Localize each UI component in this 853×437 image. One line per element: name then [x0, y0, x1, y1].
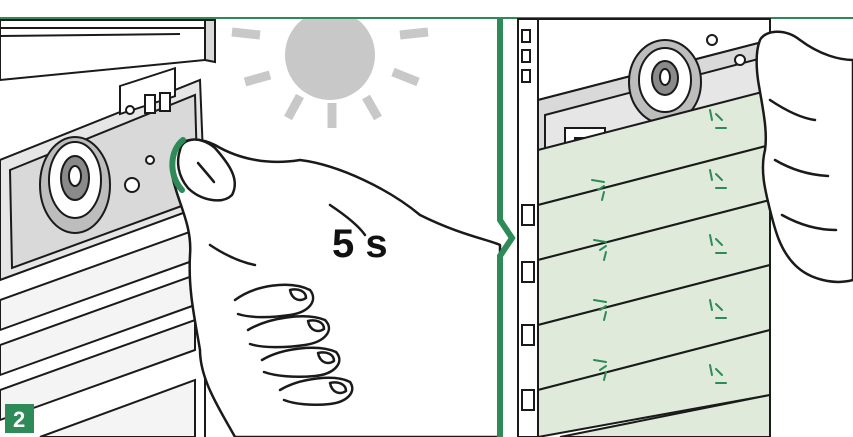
right-panel [518, 19, 853, 437]
left-panel: 5 s 2 [0, 10, 500, 437]
sun-icon [232, 10, 428, 128]
hold-duration-label: 5 s [332, 222, 388, 266]
chevron-right-icon [500, 0, 512, 437]
right-hand-illustration [757, 32, 853, 282]
top-margin [0, 0, 853, 18]
speaker-grille [40, 137, 110, 233]
upper-housing [0, 20, 215, 80]
step-number: 2 [13, 407, 25, 432]
hand-illustration [171, 140, 500, 437]
lit-modules [538, 90, 770, 437]
step-badge: 2 [5, 404, 34, 433]
side-rail [518, 19, 538, 437]
